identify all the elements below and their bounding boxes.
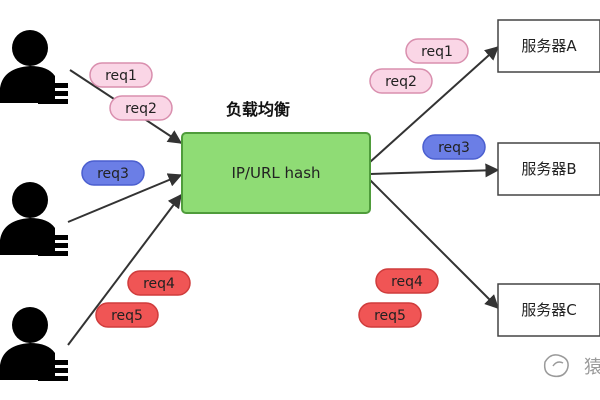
svg-text:req3: req3: [438, 140, 470, 156]
user-icon-3: [0, 307, 68, 381]
arrow-balancer-to-server-c: [369, 179, 499, 309]
server-b-box: 服务器B: [497, 142, 600, 196]
server-a-box: 服务器A: [497, 19, 600, 73]
server-a-label: 服务器A: [521, 37, 577, 55]
user-icon-2: [0, 182, 68, 256]
user-icon-1: [0, 30, 68, 104]
pill-req3-to-server-b: req3: [422, 134, 486, 160]
svg-text:req2: req2: [385, 74, 417, 90]
arrow-user3-to-balancer: [67, 193, 182, 346]
pill-req2-incoming: req2: [109, 95, 173, 121]
pill-req4-incoming: req4: [127, 270, 191, 296]
pill-req1-incoming: req1: [89, 62, 153, 88]
watermark-text: 猿: [584, 357, 600, 378]
pill-req3-incoming: req3: [81, 160, 145, 186]
arrow-balancer-to-server-b: [369, 163, 500, 178]
pill-req4-to-server-c: req4: [375, 268, 439, 294]
balancer-label: IP/URL hash: [231, 164, 320, 182]
svg-text:req5: req5: [374, 308, 406, 324]
server-c-box: 服务器C: [497, 283, 600, 337]
server-b-label: 服务器B: [521, 160, 576, 178]
svg-text:req5: req5: [111, 308, 143, 324]
svg-text:req4: req4: [143, 276, 175, 292]
svg-text:req3: req3: [97, 166, 129, 182]
pill-req5-incoming: req5: [95, 302, 159, 328]
svg-text:req2: req2: [125, 101, 157, 117]
pill-req5-to-server-c: req5: [358, 302, 422, 328]
pill-req2-to-server-a: req2: [369, 68, 433, 94]
svg-text:req4: req4: [391, 274, 423, 290]
diagram-title: 负载均衡: [226, 100, 290, 119]
arrow-user2-to-balancer: [67, 173, 183, 223]
arrow-balancer-to-server-a: [369, 46, 500, 163]
server-c-label: 服务器C: [521, 301, 576, 319]
watermark-logo: 猿: [543, 354, 600, 378]
load-balancer-box: IP/URL hash: [181, 132, 371, 214]
svg-text:req1: req1: [105, 68, 137, 84]
svg-text:req1: req1: [421, 44, 453, 60]
pill-req1-to-server-a: req1: [405, 38, 469, 64]
